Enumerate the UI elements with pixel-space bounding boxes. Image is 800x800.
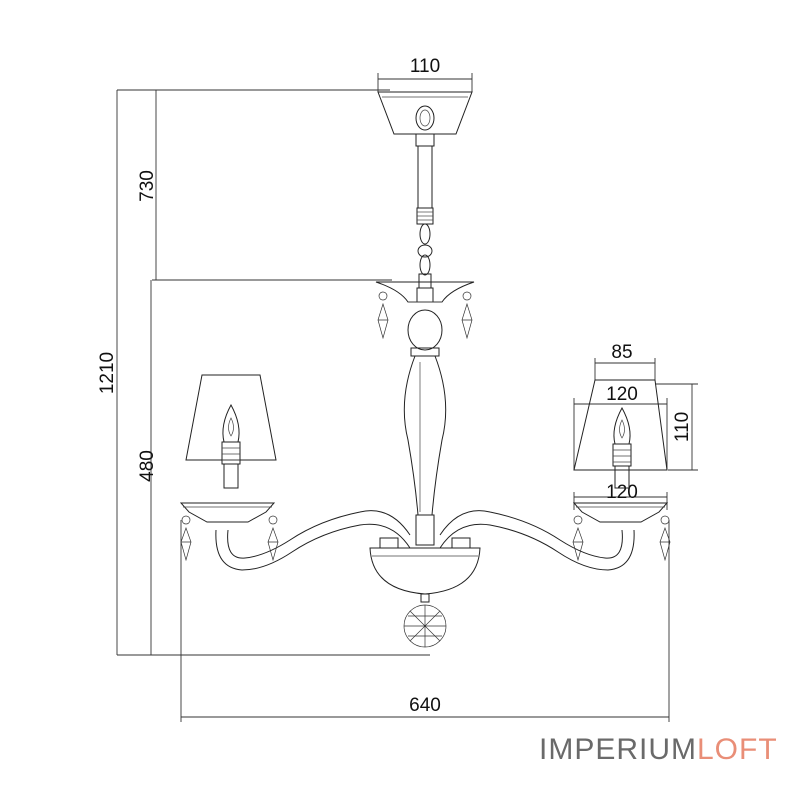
- chain-length-label: 730: [137, 170, 158, 202]
- bottom-bowl: [369, 537, 481, 595]
- central-column: [403, 309, 447, 546]
- total-width-label: 640: [409, 695, 441, 716]
- total-width-dimension: 640: [180, 520, 670, 722]
- brand-logo-part2: LOFT: [697, 733, 778, 766]
- bottom-crystal-ball: [403, 593, 447, 648]
- crystal-pendant: [572, 515, 584, 562]
- left-arm: [215, 510, 411, 571]
- total-height-label: 1210: [97, 352, 118, 394]
- right-arm: [439, 510, 635, 571]
- shade-bottom-width-label: 120: [606, 384, 638, 405]
- left-lamp-shade: [185, 374, 277, 461]
- suspension-rod-and-chain: [416, 145, 434, 289]
- canopy-width-dimension: 110: [377, 56, 473, 92]
- brand-logo: IMPERIUMLOFT: [539, 733, 778, 767]
- body-height-label: 480: [137, 450, 158, 482]
- crystal-pendant: [377, 291, 389, 340]
- crystal-pendant: [180, 515, 192, 562]
- crystal-pendant: [461, 291, 473, 340]
- shade-height-label: 110: [672, 412, 693, 442]
- shade-top-width-label: 85: [611, 342, 632, 363]
- cup-width-label: 120: [606, 482, 638, 503]
- ceiling-canopy: [377, 91, 473, 147]
- right-candle-cup: [572, 502, 669, 523]
- top-crystal-plate: [375, 281, 475, 303]
- canopy-width-label: 110: [410, 56, 440, 77]
- shade-height-dimension: 110: [656, 383, 698, 471]
- crystal-pendant: [267, 515, 279, 562]
- shade-bottom-width-dimension: 120: [573, 384, 668, 470]
- left-candle-bulb: [221, 403, 241, 489]
- body-height-dimension: 480: [137, 280, 158, 655]
- left-candle-cup: [179, 502, 276, 523]
- chain-length-dimension: 730: [137, 90, 392, 281]
- right-lamp-shade: [573, 379, 668, 471]
- right-candle-bulb: [612, 406, 632, 489]
- crystal-pendant: [659, 515, 671, 562]
- cup-width-dimension: 120: [573, 482, 668, 510]
- shade-top-width-dimension: 85: [594, 342, 656, 380]
- brand-logo-part1: IMPERIUM: [539, 733, 697, 766]
- total-height-dimension: 1210: [97, 89, 430, 656]
